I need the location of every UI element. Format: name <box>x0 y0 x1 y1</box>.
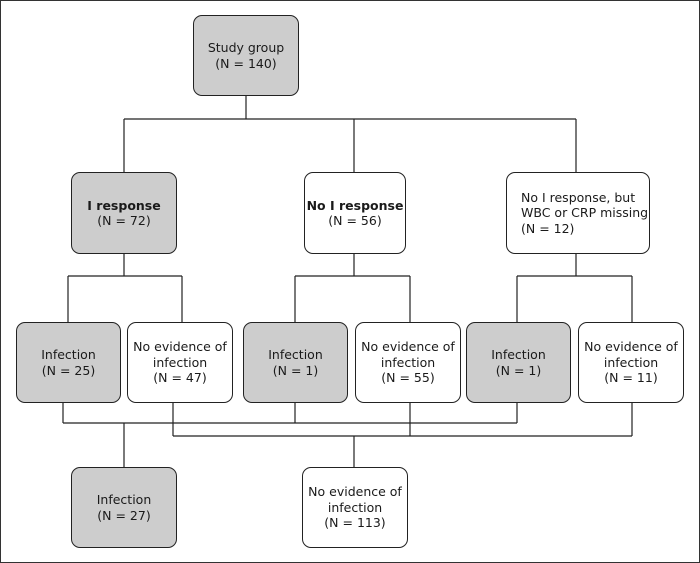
node-total-no-evidence: No evidence of infection (N = 113) <box>302 467 408 548</box>
node-count: (N = 55) <box>381 370 435 386</box>
node-title: I response <box>87 197 161 213</box>
node-no-i-response: No I response (N = 56) <box>304 172 406 254</box>
node-title: Infection <box>41 347 96 362</box>
node-c-no-evidence: No evidence of infection (N = 11) <box>578 322 684 403</box>
node-c-infection: Infection (N = 1) <box>466 322 571 403</box>
node-i-response: I response (N = 72) <box>71 172 177 254</box>
node-b-no-evidence: No evidence of infection (N = 55) <box>355 322 461 403</box>
node-title: Infection <box>96 492 152 507</box>
node-title: Infection <box>491 347 546 362</box>
node-a-infection: Infection (N = 25) <box>16 322 121 403</box>
node-b-infection: Infection (N = 1) <box>243 322 348 403</box>
node-count: (N = 140) <box>215 55 277 71</box>
node-title: infection <box>152 354 208 370</box>
node-title: No evidence of <box>308 484 402 500</box>
node-no-i-response-missing: No I response, but WBC or CRP missing (N… <box>506 172 650 254</box>
node-title: No I response, but <box>521 189 636 205</box>
node-count: (N = 27) <box>97 507 151 523</box>
node-title: No evidence of <box>361 339 455 355</box>
node-title: No evidence of <box>584 339 678 355</box>
node-title: Infection <box>268 347 323 362</box>
node-total-infection: Infection (N = 27) <box>71 467 177 548</box>
node-a-no-evidence: No evidence of infection (N = 47) <box>127 322 233 403</box>
node-title: Study group <box>207 40 285 55</box>
node-study-group: Study group (N = 140) <box>193 15 299 96</box>
node-count: (N = 12) <box>521 220 575 236</box>
node-title: WBC or CRP missing <box>521 205 649 221</box>
node-count: (N = 47) <box>153 370 207 386</box>
node-title: infection <box>327 499 383 515</box>
node-count: (N = 1) <box>495 362 542 378</box>
node-count: (N = 56) <box>328 213 382 228</box>
node-title: infection <box>603 354 659 370</box>
node-count: (N = 72) <box>97 213 151 228</box>
node-count: (N = 11) <box>604 370 658 386</box>
node-title: No evidence of <box>133 339 227 355</box>
node-count: (N = 25) <box>41 362 96 378</box>
node-title: No I response <box>306 197 404 213</box>
node-count: (N = 113) <box>324 515 386 531</box>
node-count: (N = 1) <box>272 362 319 378</box>
node-title: infection <box>380 354 436 370</box>
